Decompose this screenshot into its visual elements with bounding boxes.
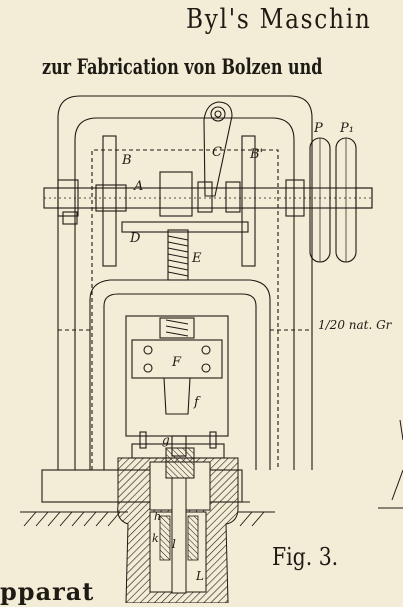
label-k: k	[152, 532, 159, 545]
outer-frame	[57, 95, 313, 470]
label-F: F	[171, 355, 182, 370]
bed-frame	[89, 279, 271, 470]
label-B: B	[121, 153, 132, 168]
label-C: C	[212, 145, 222, 160]
label-P1: P₁	[339, 121, 354, 136]
label-h: h	[154, 510, 161, 523]
left-standard	[102, 135, 117, 267]
label-B1: B'	[249, 147, 263, 162]
crossbar-D	[121, 221, 249, 233]
tool-f	[163, 377, 191, 415]
label-D: D	[129, 231, 141, 246]
plate-title: Byl's Maschin	[186, 4, 372, 35]
inner-frame	[74, 117, 295, 470]
main-shaft	[43, 187, 373, 209]
label-g: g	[162, 433, 170, 447]
right-standard	[241, 135, 256, 267]
plate-subtitle: zur Fabrication von Bolzen und	[42, 54, 323, 79]
eccentric-A	[95, 184, 127, 212]
figure-label: Fig. 3.	[272, 543, 339, 571]
label-L: L	[195, 569, 204, 583]
lever-C	[203, 101, 233, 197]
label-E: E	[191, 251, 202, 266]
cropped-caption: pparat	[0, 577, 95, 606]
label-l: l	[172, 537, 176, 551]
label-P: P	[313, 121, 323, 136]
label-A: A	[133, 179, 143, 194]
scale-note: 1/20 nat. Gr	[318, 318, 392, 332]
label-f: f	[193, 395, 201, 410]
